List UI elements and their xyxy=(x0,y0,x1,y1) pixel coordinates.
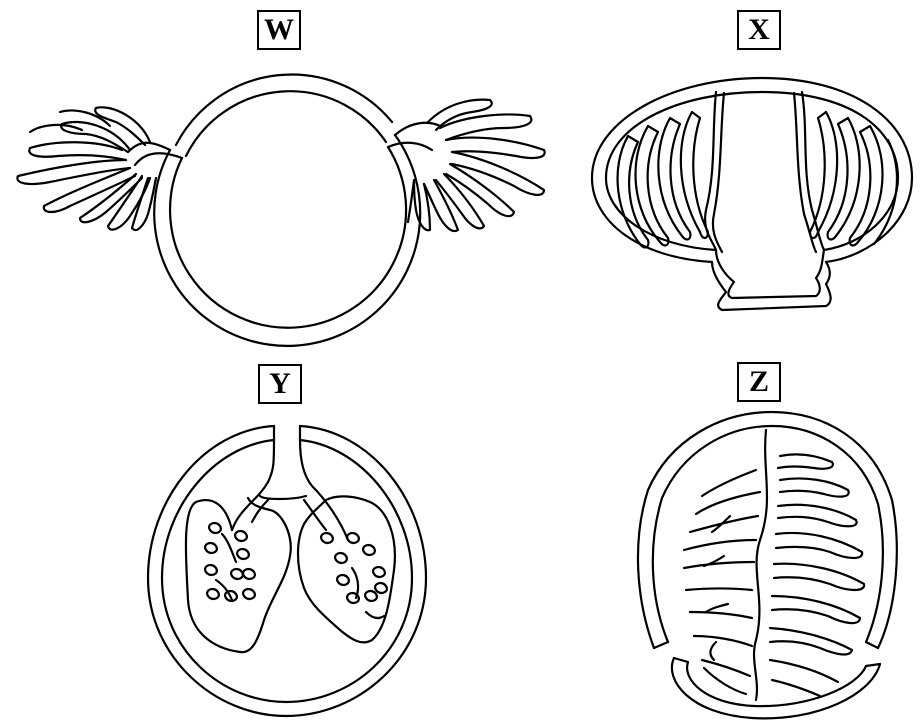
figure-y-right-lung xyxy=(298,496,395,642)
figure-y xyxy=(148,426,426,716)
figure-z-body-wall xyxy=(638,412,897,718)
figure-z-lower-folds xyxy=(704,668,820,696)
figure-x-opening xyxy=(712,250,831,310)
figure-x xyxy=(592,78,912,310)
figure-z-right-lamellae xyxy=(770,454,864,682)
figure-w-body-wall xyxy=(154,75,420,346)
figure-z xyxy=(638,412,897,718)
figure-w xyxy=(17,75,544,346)
figure-x-left-lamellae xyxy=(618,92,724,252)
figure-x-right-lamellae xyxy=(794,92,897,252)
figure-y-left-alveoli xyxy=(205,523,255,601)
figure-w-left-gill xyxy=(17,107,182,230)
figure-z-left-lamellae xyxy=(684,470,760,676)
figure-y-left-lung xyxy=(186,498,291,652)
figure-y-trachea xyxy=(232,426,348,540)
figure-y-right-alveoli xyxy=(321,533,387,618)
